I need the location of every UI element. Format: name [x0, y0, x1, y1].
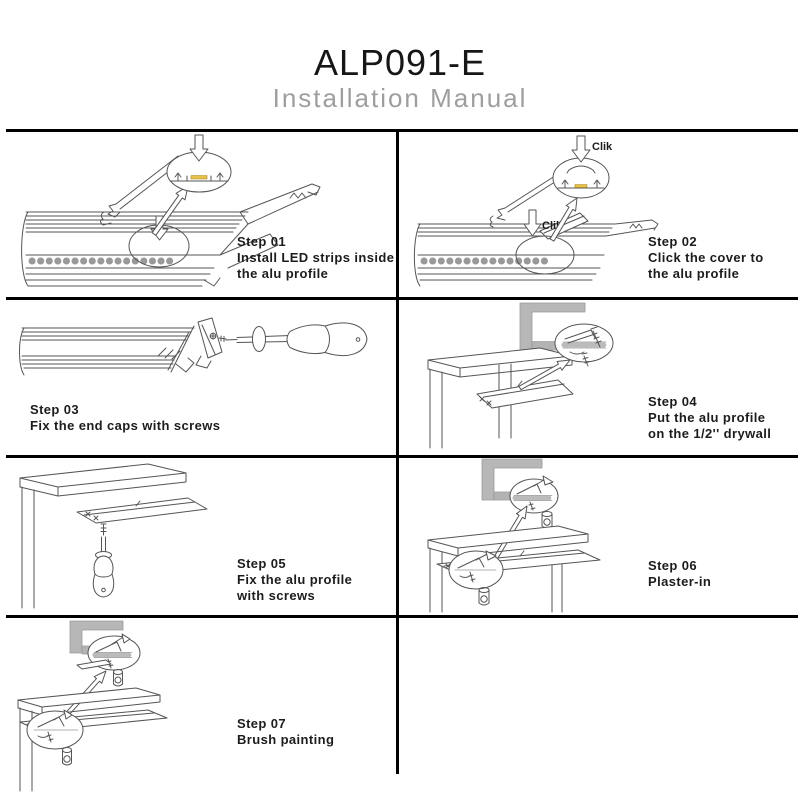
divider-horizontal-1 — [6, 129, 798, 132]
step-desc-line: Click the cover to — [648, 250, 764, 265]
step-label: Step 02 — [648, 234, 698, 249]
step-label: Step 04 — [648, 394, 698, 409]
divider-vertical — [396, 129, 399, 774]
divider-horizontal-4 — [6, 615, 798, 618]
step-desc-line: Put the alu profile — [648, 410, 766, 425]
end-cap — [195, 317, 223, 369]
step-desc-line: the alu profile — [237, 266, 329, 281]
screw-drawing — [581, 352, 591, 367]
drywall-mount-detail — [554, 323, 614, 363]
divider-horizontal-2 — [6, 297, 798, 300]
press-down-arrow-icon: Clik — [571, 135, 613, 163]
step-03-text: Step 03 Fix the end caps with screws — [30, 402, 220, 434]
step-label: Step 06 — [648, 558, 698, 573]
step-05-illustration — [19, 463, 208, 609]
brush-detail-bottom — [26, 709, 84, 750]
table-structure — [19, 463, 187, 609]
alu-profile-plate — [76, 497, 208, 524]
step-desc-line: on the 1/2'' drywall — [648, 426, 772, 441]
alu-profile-extrusion — [19, 325, 195, 376]
step-01-text: Step 01 Install LED strips inside the al… — [237, 234, 394, 282]
step-desc-line: with screws — [237, 588, 316, 603]
alu-profile-extrusion — [413, 219, 659, 287]
step-label: Step 05 — [237, 556, 287, 571]
alu-profile-edge — [76, 659, 112, 670]
plaster-tool-icon — [541, 511, 553, 529]
step-01-illustration — [21, 134, 321, 287]
alu-profile-extrusion — [21, 183, 321, 287]
paint-brush-icon — [113, 669, 123, 687]
step-03-illustration — [19, 317, 368, 376]
highlight-circle — [515, 235, 575, 275]
page-subtitle: Installation Manual — [272, 83, 528, 113]
step-label: Step 03 — [30, 402, 80, 417]
screw-drawing — [218, 335, 227, 342]
screwdriver-drawing — [225, 322, 368, 357]
step-label: Step 07 — [237, 716, 287, 731]
step-06-illustration — [427, 458, 601, 613]
step-06-text: Step 06 Plaster-in — [648, 558, 711, 590]
divider-horizontal-3 — [6, 455, 798, 458]
step-02-illustration: Clik Clik — [413, 135, 659, 287]
step-desc-line: Fix the alu profile — [237, 572, 353, 587]
screw-drawing — [100, 523, 107, 536]
zoom-arrow-icon — [549, 197, 578, 242]
clik-label: Clik — [592, 141, 613, 153]
led-strip — [574, 184, 588, 188]
profile-cross-section-detail — [552, 157, 610, 199]
led-strip — [190, 175, 208, 180]
step-05-text: Step 05 Fix the alu profile with screws — [237, 556, 352, 604]
step-desc-line: the alu profile — [648, 266, 740, 281]
profile-cross-section-detail — [166, 151, 232, 193]
zoom-arrow-icon — [518, 359, 571, 391]
step-label: Step 01 — [237, 234, 287, 249]
step-07-illustration — [17, 620, 168, 792]
step-02-text: Step 02 Click the cover to the alu profi… — [648, 234, 764, 282]
zoom-arrow-icon — [151, 185, 189, 236]
plaster-detail-bottom — [448, 550, 504, 590]
screwdriver-drawing — [92, 536, 115, 598]
plaster-tool-icon — [478, 587, 490, 606]
step-07-text: Step 07 Brush painting — [237, 716, 334, 748]
step-desc-line: Fix the end caps with screws — [30, 418, 221, 433]
alu-profile-plate — [476, 379, 574, 409]
page-title: ALP091-E — [313, 42, 487, 83]
step-desc-line: Install LED strips inside — [237, 250, 395, 265]
paint-brush-icon — [62, 747, 72, 766]
step-04-text: Step 04 Put the alu profile on the 1/2''… — [648, 394, 771, 442]
step-04-illustration — [427, 302, 614, 449]
step-desc-line: Brush painting — [237, 732, 335, 747]
plaster-detail-top — [509, 475, 559, 514]
step-desc-line: Plaster-in — [648, 574, 712, 589]
press-down-arrow-icon — [189, 134, 209, 162]
